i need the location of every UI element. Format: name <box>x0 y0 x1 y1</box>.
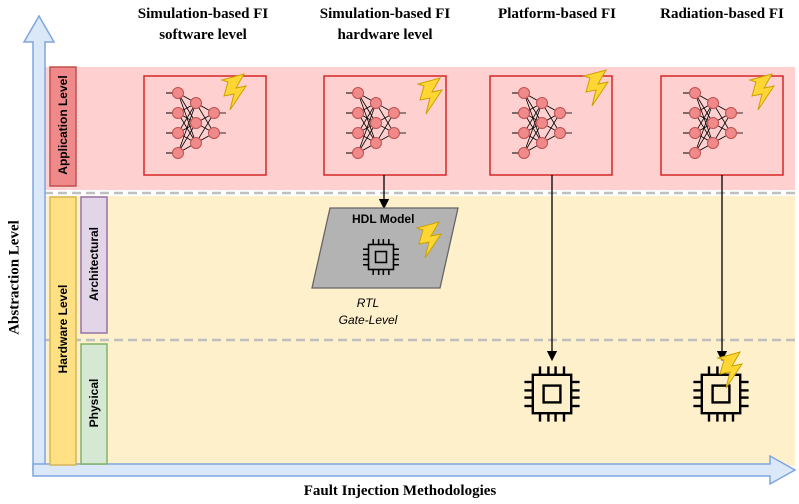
x-axis-arrow <box>32 454 797 486</box>
column-heading-line2: software level <box>159 27 247 43</box>
architectural-level-label: Architectural <box>87 226 101 302</box>
column-heading-radiation: Radiation-based FI <box>637 4 799 25</box>
y-axis-label: Abstraction Level <box>6 220 23 335</box>
column-heading-line1: Simulation-based FI <box>319 6 451 22</box>
column-heading-platform: Platform-based FI <box>472 4 642 25</box>
network-box-software <box>143 73 267 176</box>
physical-level-label: Physical <box>87 378 101 428</box>
column-heading-software: Simulation-based FI software level <box>118 4 288 46</box>
x-axis-label: Fault Injection Methodologies <box>303 483 497 499</box>
physical-level-bar <box>80 343 108 465</box>
hdl-note: RTL Gate-Level <box>318 295 418 329</box>
hdl-model-title: HDL Model <box>352 212 415 226</box>
column-heading-hardware: Simulation-based FI hardware level <box>300 4 470 46</box>
network-box-platform <box>489 69 613 176</box>
column-heading-line1: Radiation-based FI <box>660 6 784 22</box>
hardware-level-label: Hardware Level <box>56 284 70 374</box>
y-axis-arrow <box>22 14 56 471</box>
column-heading-line2: hardware level <box>337 27 433 43</box>
architectural-level-bar <box>80 196 108 334</box>
application-level-bar <box>49 66 77 187</box>
hardware-level-bar <box>49 196 77 466</box>
hdl-model-box <box>311 207 459 289</box>
column-heading-line1: Simulation-based FI <box>137 6 269 22</box>
network-box-radiation <box>660 73 784 176</box>
hdl-note-line2: Gate-Level <box>338 313 398 327</box>
network-box-hardware <box>323 75 447 176</box>
column-heading-line1: Platform-based FI <box>498 6 616 22</box>
application-level-label: Application Level <box>56 75 70 175</box>
hdl-note-line1: RTL <box>356 296 380 310</box>
